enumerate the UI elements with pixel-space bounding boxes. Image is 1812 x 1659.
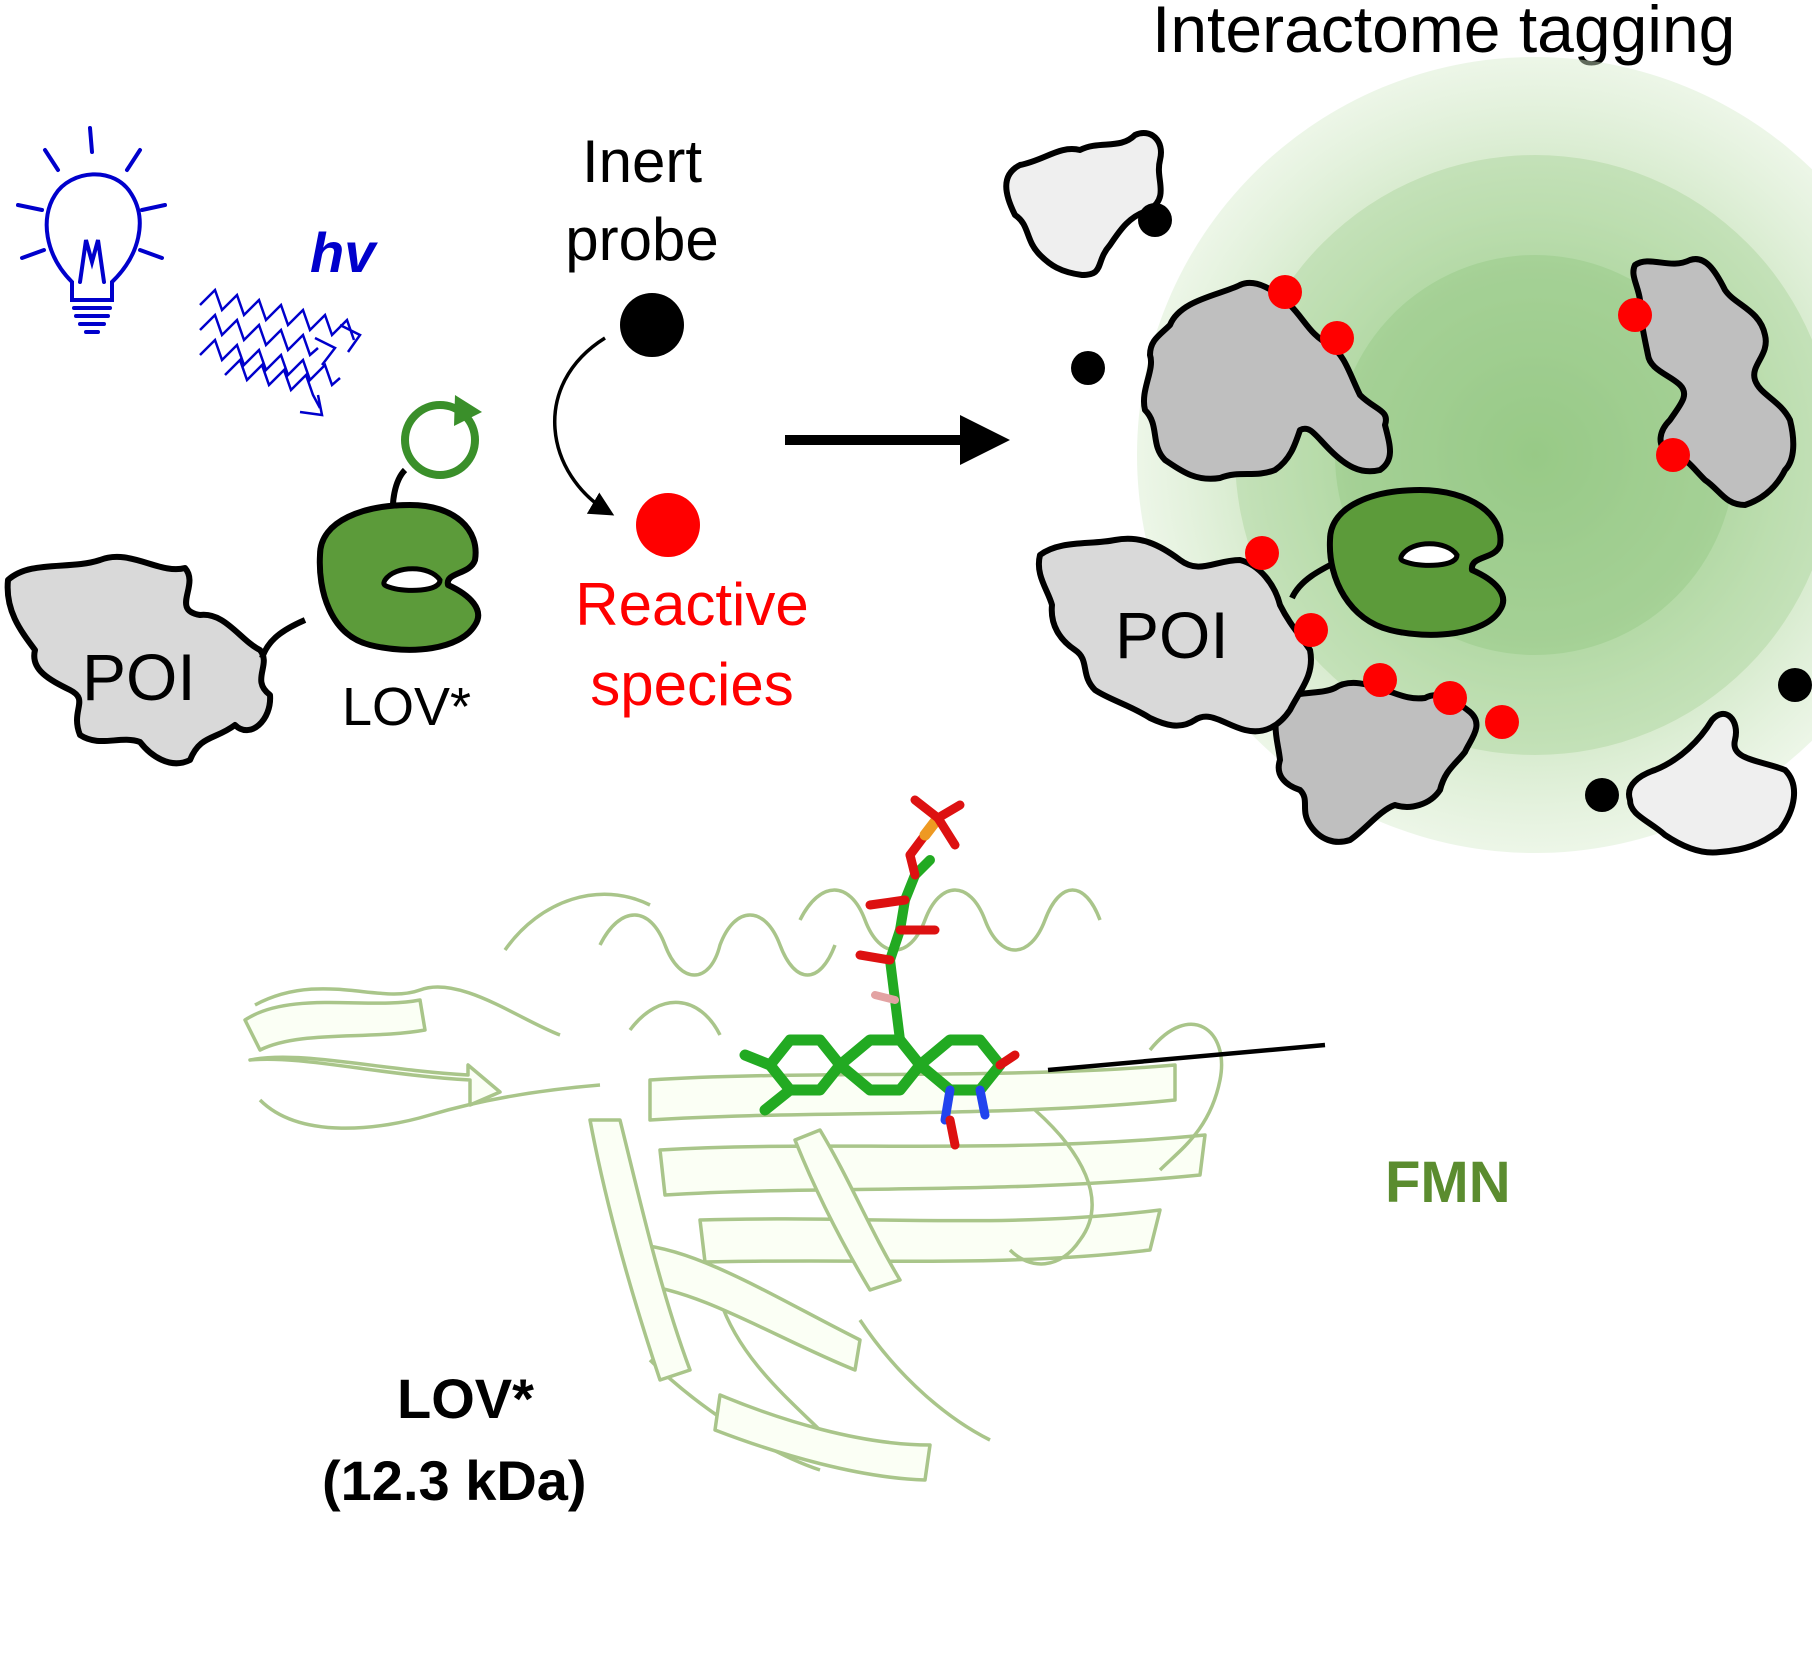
- reactive-label-line2: species: [590, 651, 793, 718]
- reactive-tags: [1245, 275, 1690, 739]
- poi-left-shape: [4, 553, 274, 767]
- hv-label: hv: [310, 221, 378, 284]
- inert-probe-dot-far-4: [1585, 778, 1619, 812]
- lov-domain-right: [1326, 487, 1507, 638]
- tag-dot: [1656, 438, 1690, 472]
- lightbulb-icon: [16, 126, 167, 334]
- fmn-ligand: [739, 795, 1020, 1150]
- interactor-protein-a: [1140, 280, 1393, 482]
- distant-protein-top: [1003, 130, 1164, 278]
- fmn-label: FMN: [1385, 1150, 1511, 1215]
- tag-dot: [1294, 613, 1328, 647]
- lov-left-label: LOV*: [342, 677, 471, 737]
- cycle-arrow-icon: [401, 395, 482, 479]
- poi-right-label: POI: [1115, 598, 1229, 672]
- inert-probe-dot: [620, 293, 684, 357]
- inert-probe-label-line1: Inert: [582, 128, 702, 195]
- zigzag-arrow-icon: [199, 287, 362, 417]
- lov-protein-structure: [243, 795, 1224, 1482]
- poi-left-label: POI: [82, 640, 196, 714]
- poi-right-shape: [1035, 535, 1314, 735]
- tag-dot: [1485, 705, 1519, 739]
- lov-domain-left: [316, 502, 482, 653]
- inert-probe-dot-far-1: [1138, 203, 1172, 237]
- inert-probe-dot-far-2: [1071, 351, 1105, 385]
- tag-dot: [1363, 663, 1397, 697]
- linker-poi-lov: [259, 617, 307, 660]
- reactive-species-dot: [636, 493, 700, 557]
- distant-protein-bottom: [1626, 711, 1798, 856]
- reactive-label-line1: Reactive: [575, 571, 808, 638]
- fmn-pointer-line: [1047, 1042, 1326, 1073]
- lov-structure-label: LOV*: [397, 1367, 534, 1430]
- tag-dot: [1245, 536, 1279, 570]
- tag-dot: [1320, 321, 1354, 355]
- tag-dot: [1433, 681, 1467, 715]
- tag-dot: [1268, 275, 1302, 309]
- lov-mass-label: (12.3 kDa): [322, 1449, 587, 1512]
- tag-dot: [1618, 298, 1652, 332]
- title-interactome-tagging: Interactome tagging: [1152, 0, 1735, 66]
- inert-probe-label-line2: probe: [565, 206, 718, 273]
- conversion-arrow: [553, 336, 615, 516]
- inert-probe-dot-far-3: [1778, 668, 1812, 702]
